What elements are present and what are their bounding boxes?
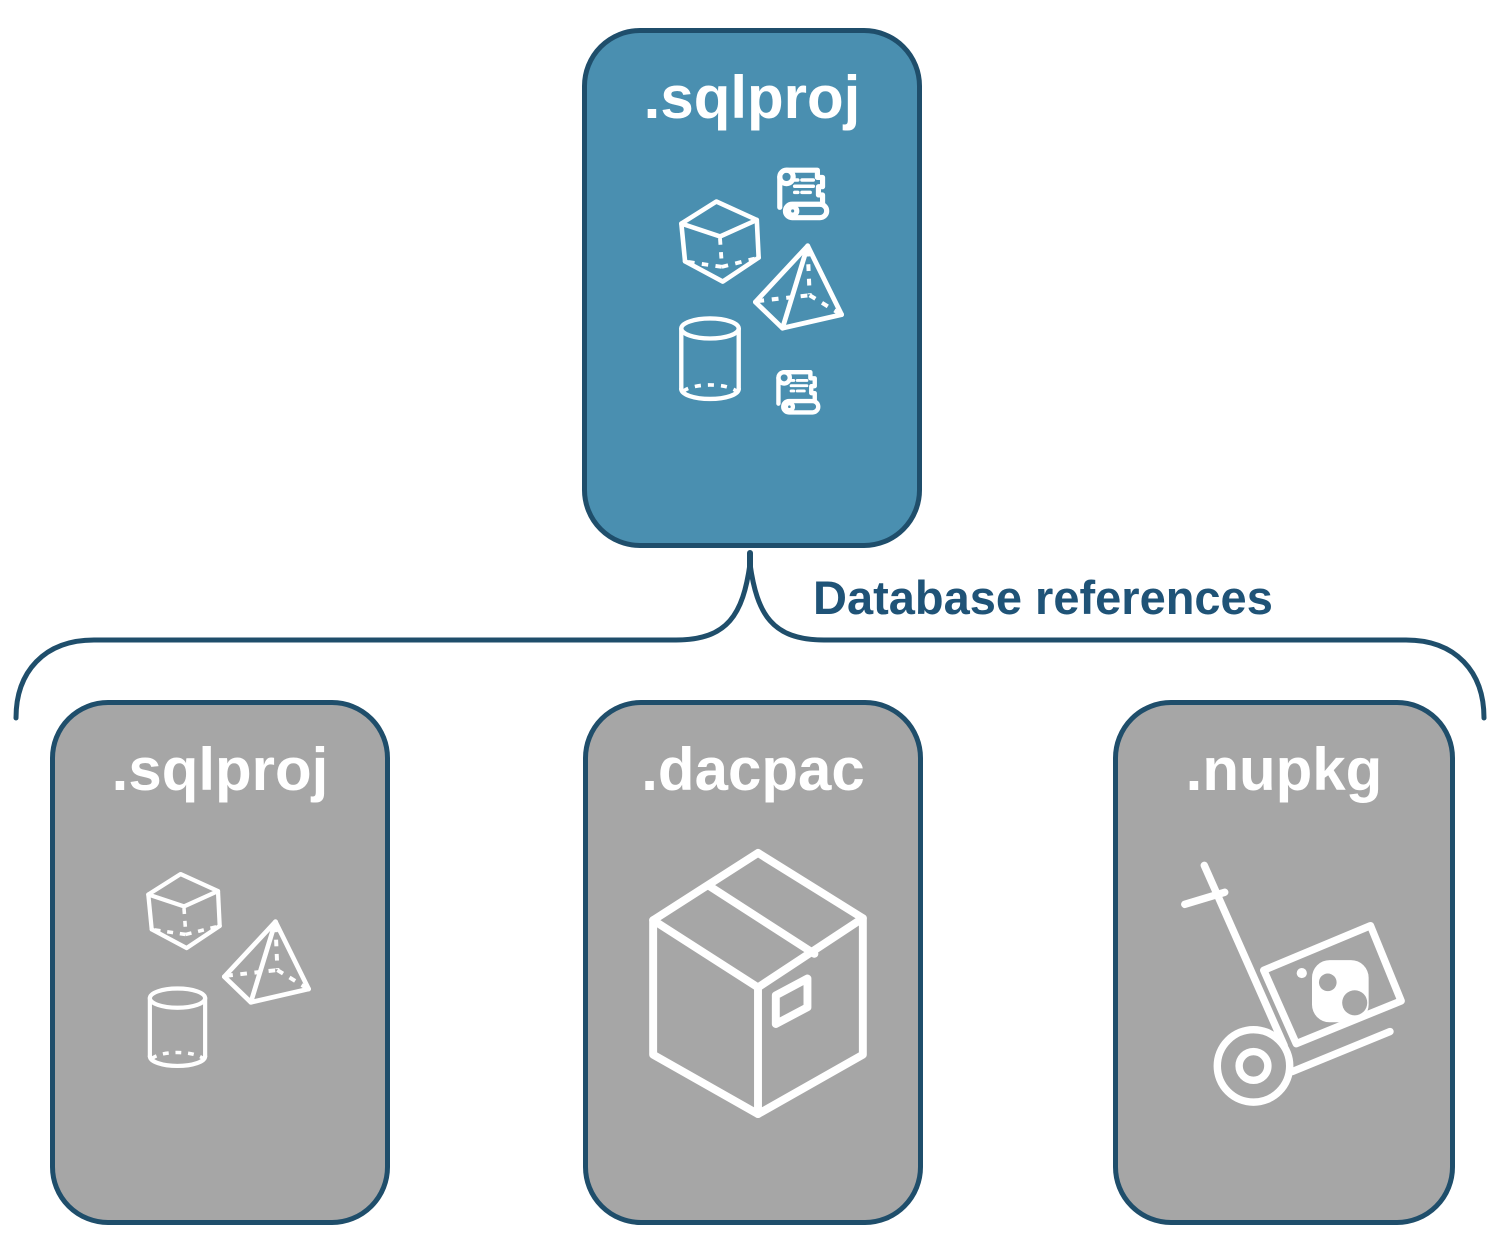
script-scroll-icon [780,170,827,217]
root-icon-cluster [587,33,917,543]
pyramid-icon [755,246,841,328]
nupkg-icon-cluster [1118,705,1450,1220]
pyramid-icon [224,922,308,1003]
connector-label: Database references [813,571,1273,624]
node-child-dacpac-title: .dacpac [641,736,865,803]
cube-icon [681,202,758,282]
node-root-sqlproj: .sqlproj [582,28,922,548]
node-child-sqlproj: .sqlproj [50,700,390,1225]
cube-icon [148,874,219,948]
node-child-nupkg: .nupkg [1113,700,1455,1225]
cylinder-icon [681,318,738,398]
script-scroll-icon [778,372,818,412]
node-child-nupkg-title: .nupkg [1185,736,1383,803]
cylinder-icon [150,988,205,1065]
hand-truck-package-icon [1185,865,1401,1102]
dacpac-icon-cluster [588,705,918,1220]
node-root-title: .sqlproj [643,64,861,131]
node-child-dacpac: .dacpac [583,700,923,1225]
sqlproj-icon-cluster [55,705,385,1220]
node-child-sqlproj-title: .sqlproj [111,736,329,803]
package-box-icon [653,853,863,1114]
